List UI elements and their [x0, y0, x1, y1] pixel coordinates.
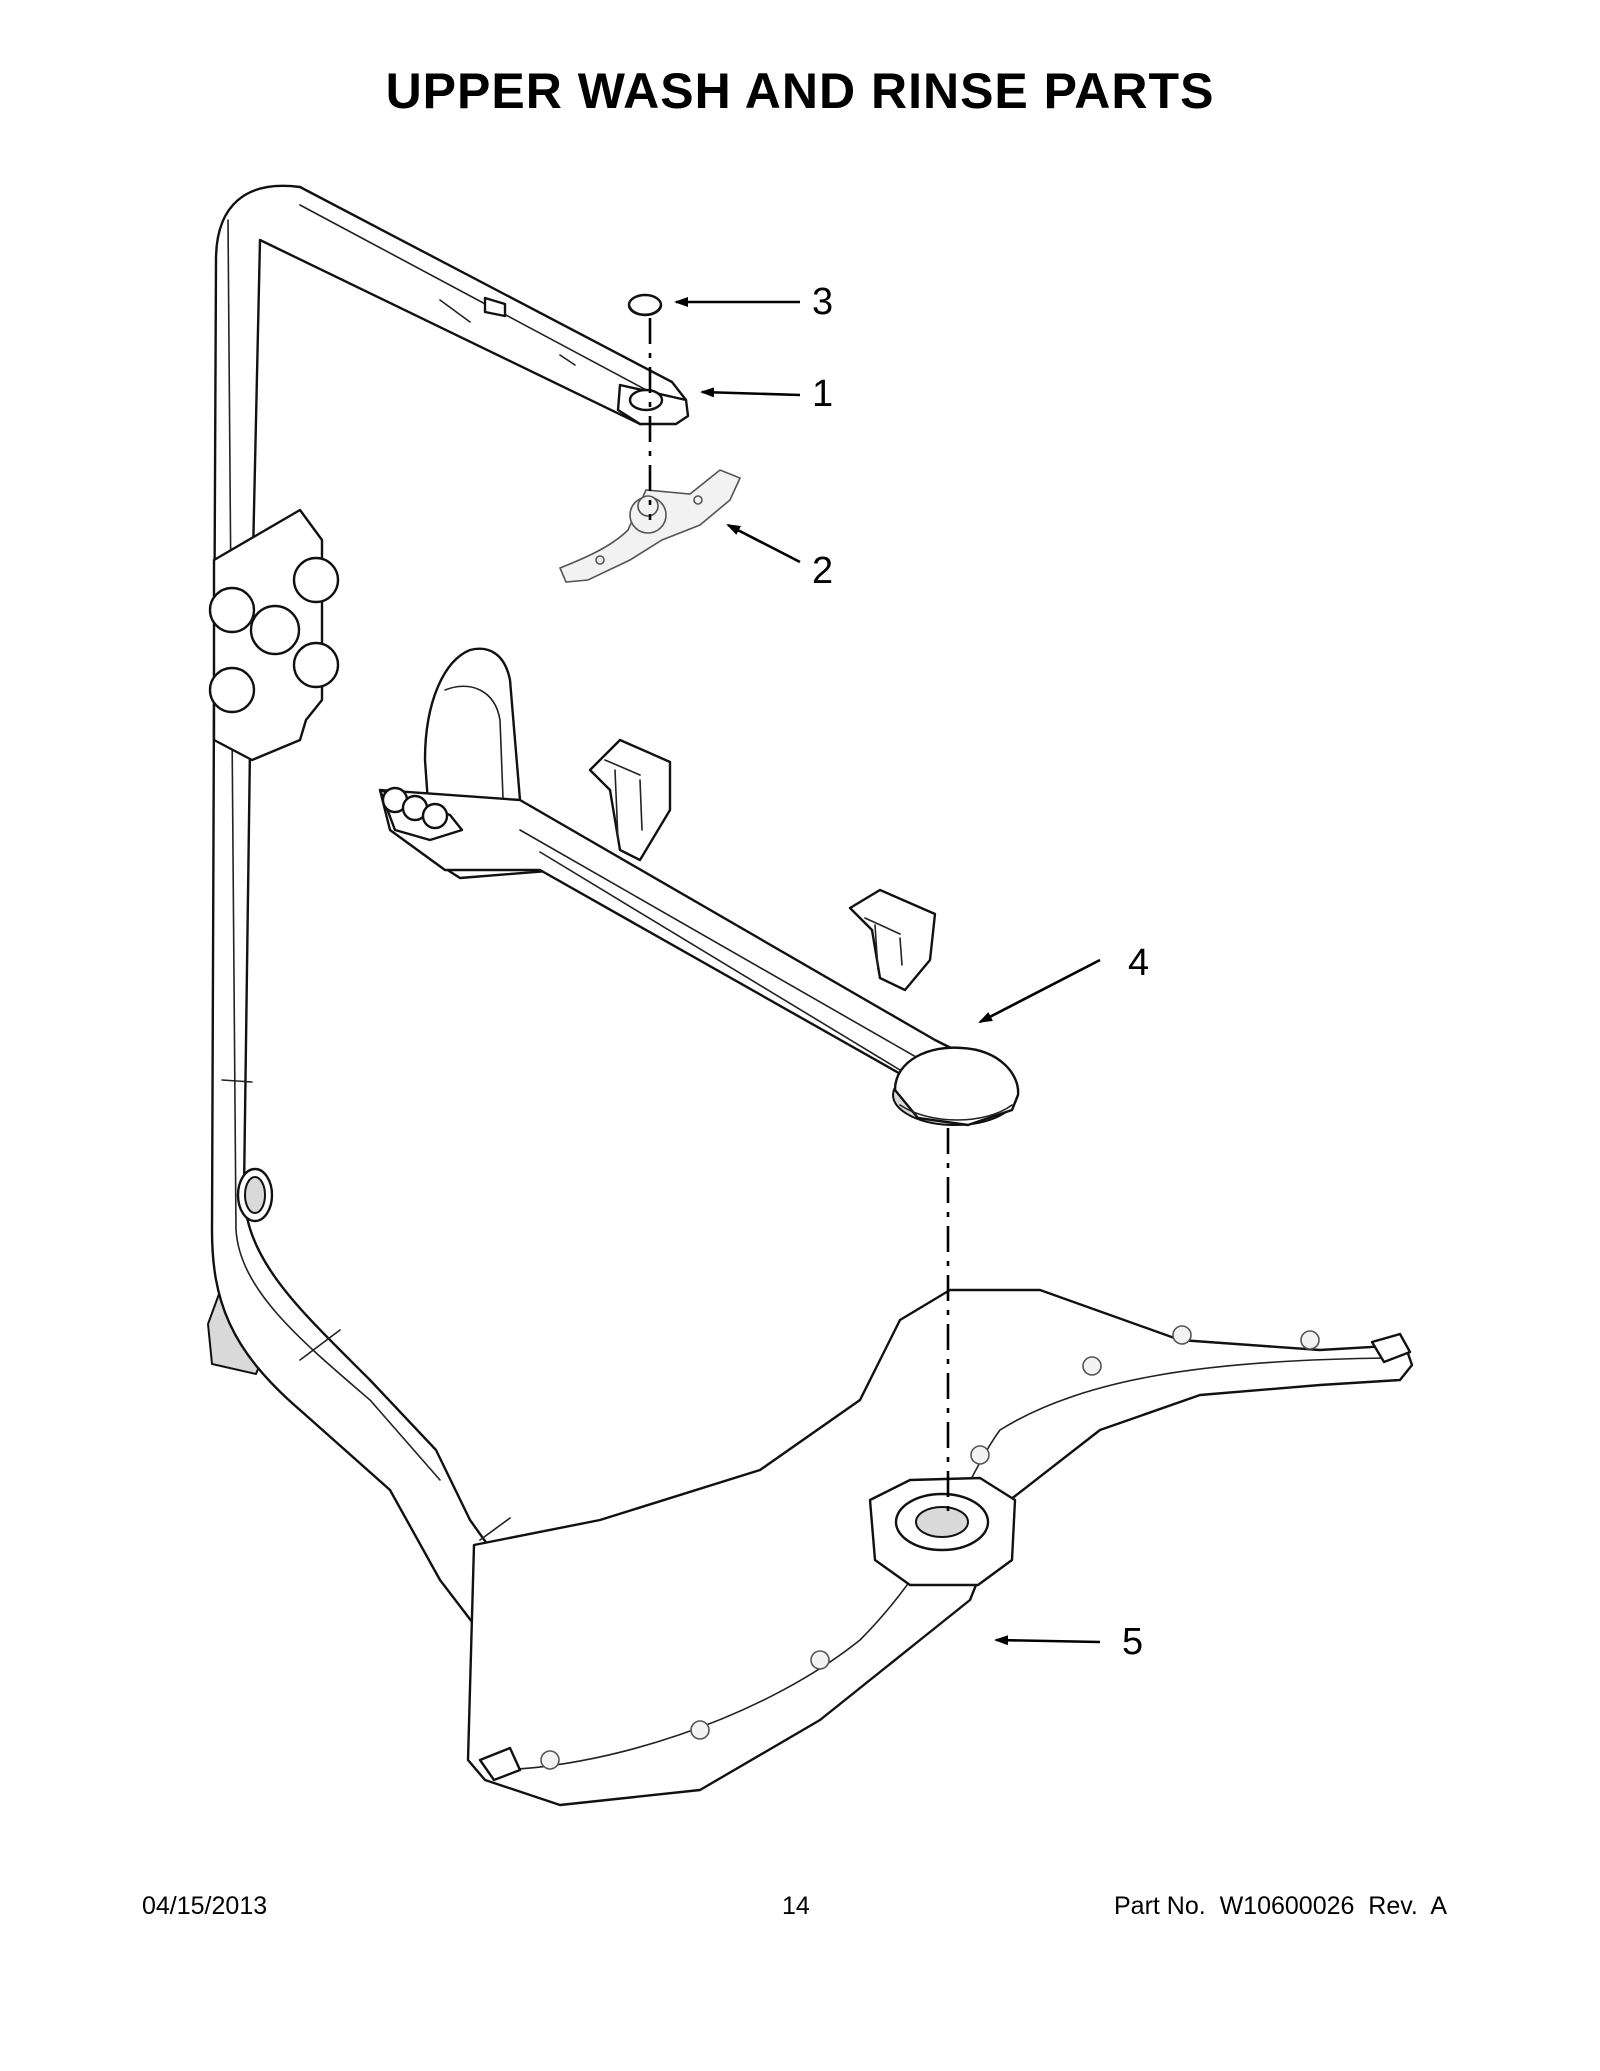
- callout-2: 2: [812, 550, 834, 592]
- footer-part-number: Part No. W10600026 Rev. A: [1114, 1892, 1448, 1920]
- callout-4: 4: [1128, 942, 1150, 984]
- assembly-lines: [648, 318, 950, 1520]
- leader-arrows: [674, 297, 1101, 1646]
- footer-page-number: 14: [782, 1892, 810, 1920]
- part-4-manifold: [378, 647, 1020, 1127]
- part-3-cap: [627, 293, 663, 317]
- footer-date: 04/15/2013: [142, 1892, 268, 1920]
- part-1-conduit-tube: [207, 184, 690, 1682]
- callout-1: 1: [812, 373, 834, 415]
- callout-3: 3: [812, 281, 834, 323]
- part-2-spray-arm: [558, 469, 742, 583]
- page-title: UPPER WASH AND RINSE PARTS: [385, 63, 1215, 119]
- part-5-lower-spray-arm: [466, 1288, 1414, 1807]
- callout-5: 5: [1122, 1621, 1144, 1663]
